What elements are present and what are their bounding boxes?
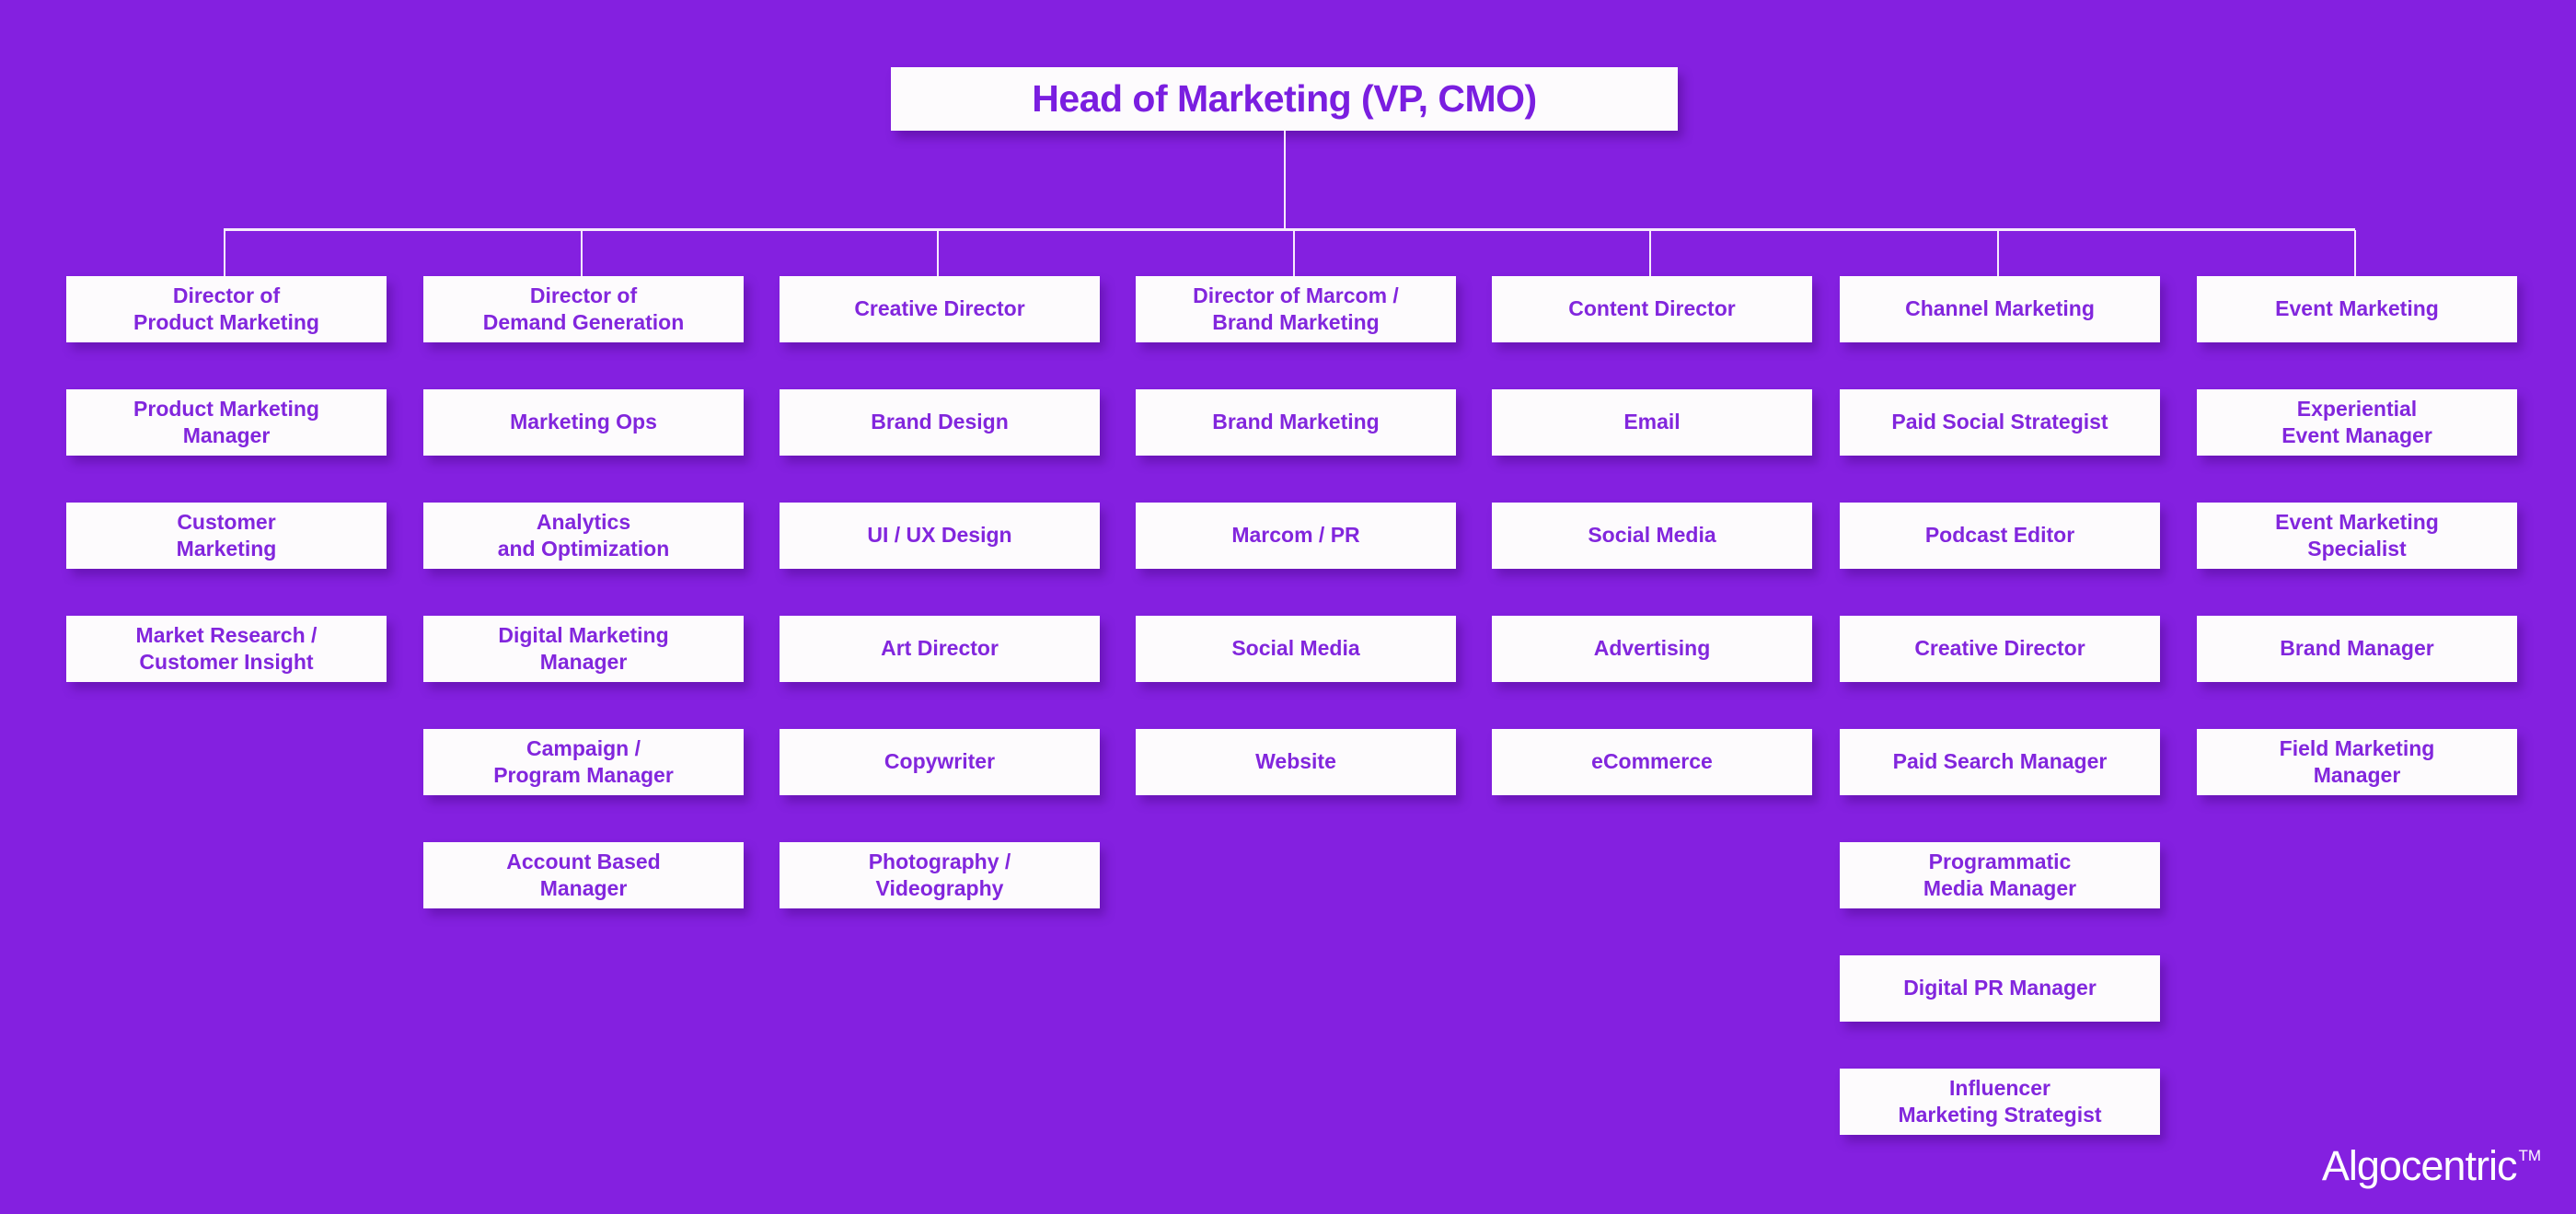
org-node-creative-3[interactable]: Copywriter	[780, 729, 1100, 795]
org-node-content-3[interactable]: eCommerce	[1492, 729, 1812, 795]
org-node-channel-marketing-5[interactable]: Digital PR Manager	[1840, 955, 2160, 1022]
org-node-content-1[interactable]: Social Media	[1492, 503, 1812, 569]
connector-drop-demand-generation	[581, 230, 583, 276]
org-node-label: Paid Search Manager	[1892, 749, 2108, 774]
org-node-label: Director of Product Marketing	[133, 283, 319, 334]
org-node-label: Field Marketing Manager	[2279, 735, 2435, 787]
org-node-label: Marcom / PR	[1231, 523, 1360, 548]
org-node-head-of-marketing[interactable]: Head of Marketing (VP, CMO)	[891, 67, 1678, 131]
connector-drop-content	[1649, 230, 1651, 276]
org-node-label: Event Marketing	[2275, 296, 2439, 321]
org-node-creative-1[interactable]: UI / UX Design	[780, 503, 1100, 569]
brand-logo: Algocentric TM	[2322, 1145, 2541, 1186]
org-node-product-marketing-2[interactable]: Market Research / Customer Insight	[66, 616, 387, 682]
org-node-label: Photography / Videography	[868, 849, 1011, 900]
connector-drop-event-marketing	[2354, 230, 2356, 276]
org-node-event-marketing-2[interactable]: Brand Manager	[2197, 616, 2517, 682]
connector-drop-marcom-brand	[1293, 230, 1295, 276]
connector-root-stem	[1284, 131, 1286, 230]
org-node-event-marketing-1[interactable]: Event Marketing Specialist	[2197, 503, 2517, 569]
org-node-channel-marketing-4[interactable]: Programmatic Media Manager	[1840, 842, 2160, 908]
org-node-event-marketing-3[interactable]: Field Marketing Manager	[2197, 729, 2517, 795]
org-node-marcom-brand-1[interactable]: Marcom / PR	[1136, 503, 1456, 569]
connector-horizontal-bus	[224, 228, 2355, 231]
org-node-label: Brand Design	[871, 410, 1009, 434]
org-node-label: Programmatic Media Manager	[1923, 849, 2077, 900]
org-node-label: Account Based Manager	[506, 849, 661, 900]
org-node-label: eCommerce	[1591, 749, 1713, 774]
org-node-label: Digital Marketing Manager	[498, 622, 669, 674]
org-node-marcom-brand-3[interactable]: Website	[1136, 729, 1456, 795]
org-node-label: Experiential Event Manager	[2281, 396, 2432, 447]
org-node-demand-generation-1[interactable]: Analytics and Optimization	[423, 503, 744, 569]
org-node-label: Product Marketing Manager	[133, 396, 319, 447]
org-node-head-content[interactable]: Content Director	[1492, 276, 1812, 342]
org-node-label: Head of Marketing (VP, CMO)	[1032, 77, 1537, 120]
org-node-label: Email	[1623, 410, 1681, 434]
org-node-channel-marketing-2[interactable]: Creative Director	[1840, 616, 2160, 682]
org-node-product-marketing-1[interactable]: Customer Marketing	[66, 503, 387, 569]
org-node-product-marketing-0[interactable]: Product Marketing Manager	[66, 389, 387, 456]
org-node-label: Brand Marketing	[1212, 410, 1380, 434]
org-node-label: Content Director	[1568, 296, 1736, 321]
org-node-label: Campaign / Program Manager	[493, 735, 674, 787]
org-node-channel-marketing-3[interactable]: Paid Search Manager	[1840, 729, 2160, 795]
org-node-label: Customer Marketing	[176, 509, 277, 561]
org-node-label: Copywriter	[884, 749, 996, 774]
org-node-event-marketing-0[interactable]: Experiential Event Manager	[2197, 389, 2517, 456]
org-node-demand-generation-0[interactable]: Marketing Ops	[423, 389, 744, 456]
org-node-demand-generation-4[interactable]: Account Based Manager	[423, 842, 744, 908]
org-node-label: Director of Demand Generation	[482, 283, 685, 334]
org-node-head-product-marketing[interactable]: Director of Product Marketing	[66, 276, 387, 342]
org-node-content-2[interactable]: Advertising	[1492, 616, 1812, 682]
org-node-marcom-brand-0[interactable]: Brand Marketing	[1136, 389, 1456, 456]
org-node-creative-4[interactable]: Photography / Videography	[780, 842, 1100, 908]
connector-drop-product-marketing	[224, 230, 225, 276]
org-node-label: Advertising	[1593, 636, 1711, 661]
org-node-label: Digital PR Manager	[1903, 976, 2097, 1000]
org-node-demand-generation-3[interactable]: Campaign / Program Manager	[423, 729, 744, 795]
org-node-label: Analytics and Optimization	[497, 509, 670, 561]
org-node-head-marcom-brand[interactable]: Director of Marcom / Brand Marketing	[1136, 276, 1456, 342]
connector-drop-channel-marketing	[1997, 230, 1999, 276]
org-node-channel-marketing-6[interactable]: Influencer Marketing Strategist	[1840, 1069, 2160, 1135]
org-node-label: Influencer Marketing Strategist	[1898, 1075, 2102, 1127]
org-node-label: Website	[1255, 749, 1336, 774]
org-node-label: Art Director	[881, 636, 999, 661]
brand-name: Algocentric	[2321, 1142, 2518, 1189]
org-node-label: Creative Director	[854, 296, 1025, 321]
org-node-label: Channel Marketing	[1905, 296, 2095, 321]
org-node-creative-0[interactable]: Brand Design	[780, 389, 1100, 456]
org-node-label: Paid Social Strategist	[1891, 410, 2108, 434]
org-node-marcom-brand-2[interactable]: Social Media	[1136, 616, 1456, 682]
org-node-label: Marketing Ops	[510, 410, 657, 434]
org-node-content-0[interactable]: Email	[1492, 389, 1812, 456]
org-node-demand-generation-2[interactable]: Digital Marketing Manager	[423, 616, 744, 682]
org-node-label: Market Research / Customer Insight	[135, 622, 318, 674]
org-node-channel-marketing-1[interactable]: Podcast Editor	[1840, 503, 2160, 569]
org-node-head-channel-marketing[interactable]: Channel Marketing	[1840, 276, 2160, 342]
org-node-label: Creative Director	[1914, 636, 2085, 661]
org-node-label: Event Marketing Specialist	[2275, 509, 2439, 561]
connector-drop-creative	[937, 230, 939, 276]
org-node-label: Director of Marcom / Brand Marketing	[1193, 283, 1399, 334]
org-node-label: UI / UX Design	[867, 523, 1012, 548]
org-node-creative-2[interactable]: Art Director	[780, 616, 1100, 682]
org-node-label: Social Media	[1231, 636, 1360, 661]
trademark-symbol: TM	[2518, 1147, 2541, 1164]
org-node-channel-marketing-0[interactable]: Paid Social Strategist	[1840, 389, 2160, 456]
org-node-label: Brand Manager	[2280, 636, 2434, 661]
org-node-label: Social Media	[1588, 523, 1716, 548]
org-node-head-creative[interactable]: Creative Director	[780, 276, 1100, 342]
org-node-head-demand-generation[interactable]: Director of Demand Generation	[423, 276, 744, 342]
org-node-head-event-marketing[interactable]: Event Marketing	[2197, 276, 2517, 342]
org-node-label: Podcast Editor	[1924, 523, 2075, 548]
